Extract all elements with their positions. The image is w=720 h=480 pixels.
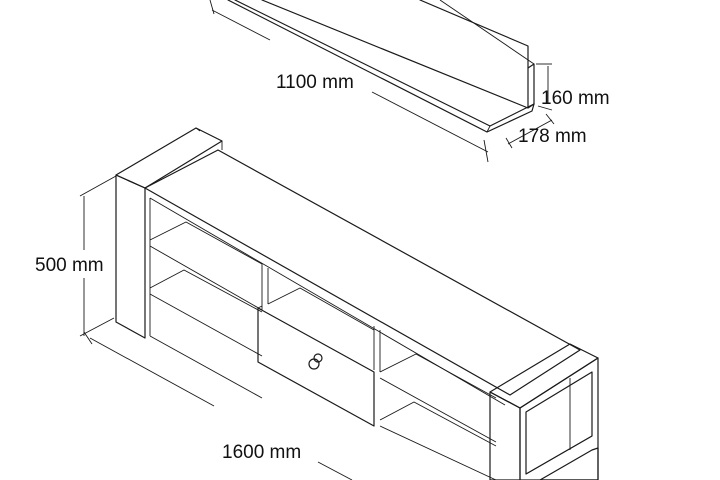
left-shelf-lower [149,269,263,313]
right-shelf-upper-front [379,377,497,443]
dimension-tick [79,175,117,197]
right-side-panel-opening [525,371,593,475]
center-shelf [267,287,375,331]
drawer-front [257,307,375,427]
left-side-panel-top [115,127,223,189]
dimension-line [89,337,215,407]
unit-top-surface [144,149,581,396]
wall-shelf [227,0,535,133]
shelf-back-top-edge [439,0,535,65]
left-side-panel-edge [195,127,201,132]
dimension-line [371,91,489,153]
right-shelf-lower [379,401,497,447]
dimension-shelf-depth: 178 mm [505,113,587,149]
dimension-tick [483,139,489,163]
shelf-length-label: 1100 mm [276,72,354,93]
dimension-line [211,9,271,41]
dimension-unit-length: 1600 mm [83,331,353,480]
right-side-inner-shelf [525,435,593,475]
dimension-line [317,461,353,480]
right-shelf-lower-front [379,425,497,480]
shelf-depth-label: 178 mm [518,126,587,147]
dimension-shelf-length: 1100 mm [209,0,489,163]
drawer-edge [257,305,263,309]
left-shelf-upper-front [149,245,263,311]
shelf-back-top [419,0,529,69]
drawer-handle-icon[interactable] [308,353,323,370]
right-side-panel-side [519,357,599,480]
shelf-bottom-board [234,0,535,127]
shelf-height-label: 160 mm [541,88,610,109]
dimension-tick [537,105,553,111]
shelf-board-corner [486,125,491,133]
dimension-tick [505,137,513,149]
left-side-panel-front [115,174,146,339]
left-shelf-upper [149,221,263,265]
unit-height-label: 500 mm [35,255,104,276]
left-bottom-edge [149,335,263,399]
dimension-tick [209,0,215,15]
dimension-unit-height: 500 mm [28,175,117,337]
right-shelf-upper [379,353,497,399]
label-backdrop [28,250,112,278]
right-side-panel-lower [539,447,599,480]
dimension-shelf-height: 160 mm [536,63,610,111]
dimension-tick [545,113,555,125]
shelf-bottom-board-edge [227,0,535,133]
dimension-line [507,119,553,145]
right-side-panel-top [489,343,599,409]
tv-unit [115,127,599,480]
unit-length-label: 1600 mm [222,442,301,463]
dimension-tick [83,331,93,345]
left-shelf-lower-front [149,293,263,357]
dimension-tick [79,317,115,337]
